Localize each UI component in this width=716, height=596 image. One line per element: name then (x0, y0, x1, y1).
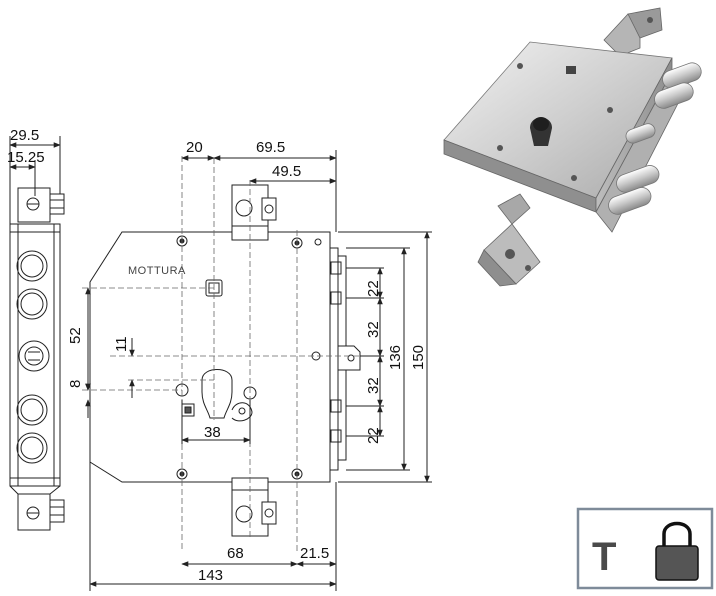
front-dimension-lines (85, 150, 432, 592)
dim-52: 52 (67, 327, 84, 344)
side-view (9, 187, 65, 531)
badge-letter: T (592, 535, 616, 579)
dim-32-lower: 32 (365, 377, 382, 394)
dim-22-bottom: 22 (365, 427, 382, 444)
dim-29-5: 29.5 (10, 127, 39, 144)
dim-38: 38 (204, 424, 221, 441)
dim-21-5: 21.5 (300, 545, 329, 562)
dim-136: 136 (387, 345, 404, 370)
dim-68: 68 (227, 545, 244, 562)
dim-20: 20 (186, 139, 203, 156)
dim-8: 8 (67, 380, 84, 388)
dim-11: 11 (113, 336, 130, 352)
side-dimension-lines (9, 136, 61, 226)
brand-label: MOTTURA (128, 265, 186, 277)
dim-150: 150 (410, 345, 427, 370)
dim-143: 143 (198, 567, 223, 584)
padlock-icon (655, 521, 699, 581)
dim-22-top: 22 (365, 280, 382, 297)
dim-49-5: 49.5 (272, 163, 301, 180)
dim-32-upper: 32 (365, 321, 382, 338)
front-view (89, 184, 361, 537)
lock-3d-render (443, 7, 702, 287)
dim-15-25: 15.25 (7, 149, 45, 166)
type-badge: T (576, 507, 714, 590)
dim-69-5: 69.5 (256, 139, 285, 156)
